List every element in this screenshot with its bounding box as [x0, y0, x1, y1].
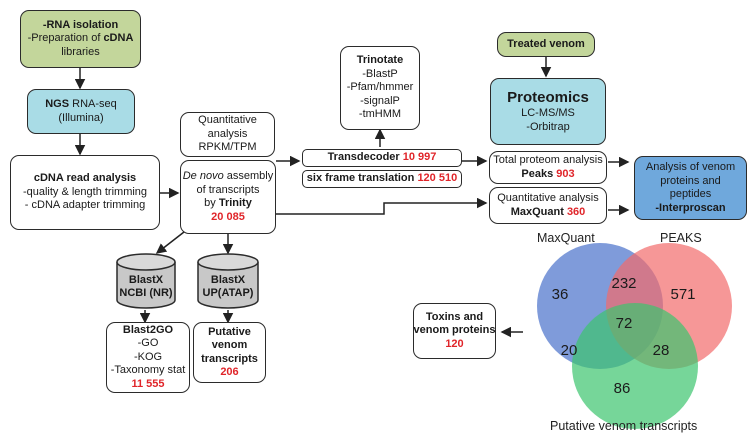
blast2go-title: Blast2GO	[122, 323, 174, 336]
venom-line: venom	[211, 339, 248, 351]
proteins-line: proteins and	[660, 174, 721, 187]
interproscan-line: -Interproscan	[655, 201, 726, 214]
peaks-bold: Peaks	[521, 167, 557, 180]
trinotate-item: -signalP	[360, 94, 400, 107]
quantitative-rpkm-box: Quantitative analysis RPKM/TPM	[180, 112, 275, 157]
transdecoder-box: Transdecoder 10 997	[302, 149, 462, 167]
blast2go-box: Blast2GO -GO -KOG -Taxonomy stat 11 555	[106, 322, 190, 393]
orbitrap-line: -Orbitrap	[526, 120, 570, 133]
venn-label-maxquant: MaxQuant	[537, 231, 595, 245]
ngs-line: NGS RNA-seq	[45, 98, 117, 112]
transdecoder-label: Transdecoder	[327, 151, 403, 164]
quality-trimming-line: -quality & length trimming	[22, 185, 148, 198]
denovo-line: De novo assembly	[183, 170, 274, 184]
treated-venom-box: Treated venom	[497, 32, 595, 57]
putative-count: 206	[220, 366, 239, 378]
six-frame-count: 120 510	[417, 172, 458, 185]
toxins-count: 120	[445, 337, 464, 350]
libraries-line: libraries	[61, 45, 100, 58]
adapter-trimming-line: - cDNA adapter trimming	[24, 199, 146, 212]
maxquant-count: 360	[566, 205, 586, 218]
illumina-line: (Illumina)	[58, 111, 104, 124]
maxquant-line: MaxQuant 360	[511, 206, 586, 220]
blast2go-item: -GO	[137, 337, 159, 350]
cdna-read-title: cDNA read analysis	[33, 172, 137, 185]
venn-value-maxquant-putative: 20	[561, 342, 578, 359]
quantitative-line: Quantitative	[198, 114, 257, 127]
peaks-count: 903	[556, 167, 575, 180]
blastx-up-database: BlastX UP(ATAP)	[197, 253, 259, 310]
toxins-box: Toxins and venom proteins 120	[413, 303, 496, 359]
trinotate-item: -BlastP	[362, 67, 398, 80]
lcms-line: LC-MS/MS	[521, 107, 575, 119]
blast2go-item: -Taxonomy stat	[110, 364, 186, 377]
blastx-nr-line2: NCBI (NR)	[119, 287, 173, 299]
venom-analysis-box: Analysis of venom proteins and peptides …	[634, 156, 747, 220]
blastx-nr-line1: BlastX	[128, 274, 164, 286]
blastx-nr-database: BlastX NCBI (NR)	[116, 253, 176, 310]
six-frame-label: six frame translation	[306, 172, 418, 185]
putative-transcripts-box: Putative venom transcripts 206	[193, 322, 266, 383]
cdna-prep-line: -Preparation of cDNA	[28, 32, 134, 46]
blast2go-count: 11 555	[131, 377, 165, 390]
arrow-denovo-to-quantitative	[276, 197, 488, 215]
ngs-box: NGS RNA-seq (Illumina)	[27, 89, 135, 134]
denovo-italic: De novo	[182, 170, 224, 182]
venom-proteins-line: venom proteins	[413, 324, 496, 337]
venn-value-peaks-only: 571	[670, 286, 695, 303]
cdna-prep-bold: cDNA	[103, 32, 134, 45]
venn-value-maxquant-only: 36	[552, 286, 569, 303]
treated-venom-label: Treated venom	[507, 37, 585, 50]
venn-value-peaks-putative: 28	[653, 342, 670, 359]
trinity-count: 20 085	[211, 210, 245, 223]
transcripts-line: of transcripts	[196, 183, 260, 196]
transdecoder-count: 10 997	[402, 151, 437, 164]
trinotate-title: Trinotate	[356, 54, 404, 67]
quantitative-analysis-line: Quantitative analysis	[497, 192, 599, 204]
six-frame-box: six frame translation 120 510	[302, 170, 462, 188]
venn-diagram: 36 571 232 72 20 28 86	[537, 243, 732, 429]
maxquant-bold: MaxQuant	[510, 205, 567, 218]
trinity-line: by Trinity	[204, 197, 252, 211]
blast2go-item: -KOG	[133, 350, 163, 363]
proteomics-box: Proteomics LC-MS/MS -Orbitrap	[490, 78, 606, 145]
cdna-prep-prefix: -Preparation of	[27, 32, 104, 45]
database-icon	[197, 253, 259, 309]
venn-value-maxquant-peaks: 232	[611, 275, 636, 292]
toxins-line: Toxins and	[425, 310, 484, 323]
venom-analysis-line: Analysis of venom	[645, 161, 736, 173]
rna-isolation-line: -RNA isolation	[42, 18, 119, 31]
venn-label-peaks: PEAKS	[660, 231, 702, 245]
proteomics-title: Proteomics	[507, 89, 589, 106]
quantitative-maxquant-box: Quantitative analysis MaxQuant 360	[489, 187, 607, 224]
total-proteom-line: Total proteom analysis	[493, 154, 603, 166]
trinotate-item: -Pfam/hmmer	[346, 81, 414, 94]
blastx-up-line2: UP(ATAP)	[202, 287, 254, 299]
blastx-up-line1: BlastX	[210, 274, 246, 286]
transcripts-line: transcripts	[201, 352, 258, 365]
trinity-bold: Trinity	[218, 197, 252, 209]
ngs-bold: NGS	[45, 98, 70, 110]
putative-line: Putative	[208, 325, 251, 338]
cdna-read-analysis-box: cDNA read analysis -quality & length tri…	[10, 155, 160, 230]
database-icon	[116, 253, 176, 309]
denovo-rest: assembly	[223, 170, 274, 182]
trinity-prefix: by	[204, 197, 219, 209]
venn-circle-putative	[572, 303, 698, 429]
arrow-denovo-to-blastx-nr	[155, 231, 185, 254]
analysis-line: analysis	[207, 127, 248, 140]
venn-value-all-three: 72	[616, 315, 633, 332]
trinotate-box: Trinotate -BlastP -Pfam/hmmer -signalP -…	[340, 46, 420, 130]
ngs-text: RNA-seq	[69, 98, 117, 110]
rpkm-line: RPKM/TPM	[198, 141, 257, 154]
venn-label-putative: Putative venom transcripts	[550, 419, 698, 433]
trinotate-item: -tmHMM	[358, 108, 402, 121]
peptides-line: peptides	[669, 188, 712, 200]
venn-value-putative-only: 86	[614, 380, 631, 397]
total-proteom-box: Total proteom analysis Peaks 903	[489, 151, 607, 184]
peaks-line: Peaks 903	[521, 168, 574, 182]
denovo-assembly-box: De novo assembly of transcripts by Trini…	[180, 160, 276, 234]
rna-isolation-box: -RNA isolation -Preparation of cDNA libr…	[20, 10, 141, 68]
